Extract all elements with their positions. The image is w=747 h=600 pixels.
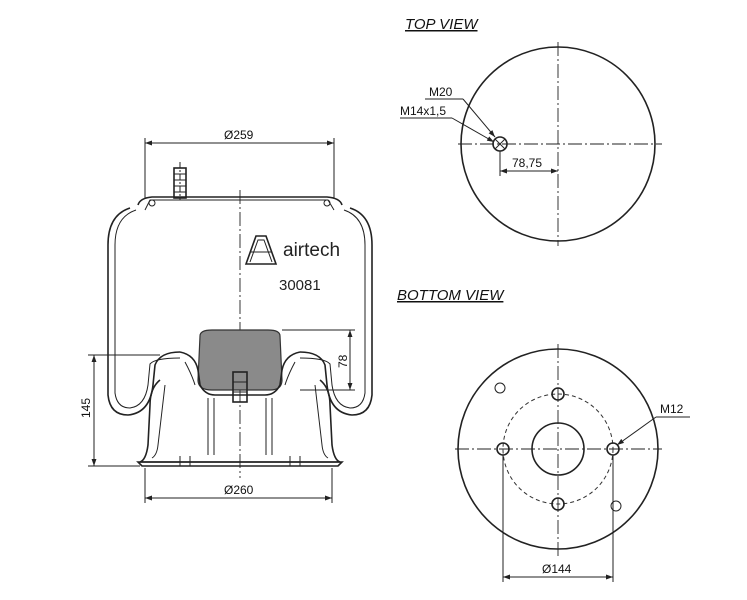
- top-view-title: TOP VIEW: [405, 16, 479, 33]
- m20-label: M20: [429, 85, 453, 99]
- mounting-holes: [494, 382, 622, 512]
- height-dimension: 145: [79, 354, 160, 467]
- air-fitting: [173, 162, 187, 200]
- brand-label: airtech: [283, 240, 340, 261]
- center-bolt: [232, 371, 248, 403]
- top-view: TOP VIEW M20 M14x1,5 78,75: [400, 16, 662, 246]
- airtech-logo: airtech: [244, 235, 340, 265]
- top-diameter-dimension: Ø259: [144, 128, 335, 198]
- piston-height-label: 78: [336, 354, 350, 368]
- piston-body: [136, 379, 344, 467]
- bead-plate: [137, 196, 343, 211]
- bottom-view: BOTTOM VIEW M12 Ø144: [397, 287, 690, 582]
- bolt-circle-label: Ø144: [542, 562, 572, 576]
- m12-label: M12: [660, 402, 684, 416]
- side-view: Ø259 airtech 30081: [79, 128, 373, 503]
- top-diameter-label: Ø259: [224, 128, 254, 142]
- bottom-diameter-dimension: Ø260: [144, 468, 333, 503]
- m14-label: M14x1,5: [400, 104, 446, 118]
- bottom-view-title: BOTTOM VIEW: [397, 287, 505, 304]
- offset-label: 78,75: [512, 156, 542, 170]
- bottom-diameter-label: Ø260: [224, 483, 254, 497]
- bellows-outline: [107, 207, 373, 416]
- height-label: 145: [79, 398, 93, 418]
- piston-cap: [197, 329, 283, 391]
- part-number-label: 30081: [279, 277, 321, 294]
- piston-height-dimension: 78: [282, 329, 355, 391]
